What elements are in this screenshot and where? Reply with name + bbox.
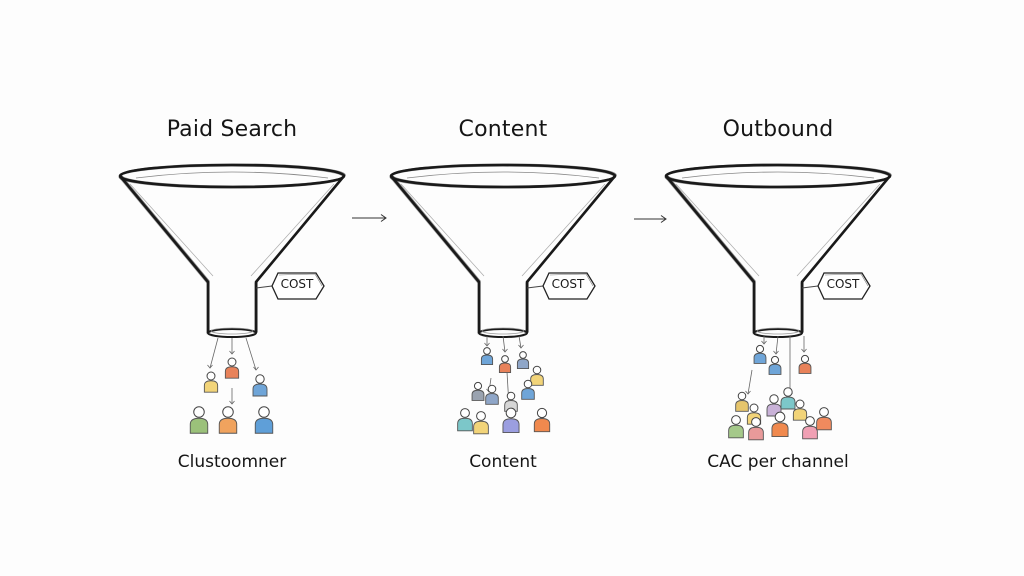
person-icon	[748, 417, 764, 441]
channel-caption-0: Clustoomner	[177, 452, 287, 472]
person-icon	[792, 399, 808, 421]
arrow-right-icon	[634, 215, 667, 223]
funnel-2	[664, 163, 892, 338]
person-icon	[457, 408, 473, 432]
channel-title-paid-search: Paid Search	[166, 117, 298, 142]
cost-tag: COST	[816, 270, 872, 300]
person-icon	[802, 416, 818, 440]
funnel-1	[389, 163, 617, 338]
person-icon	[530, 365, 544, 386]
tag-shape-icon	[542, 272, 596, 300]
arrow-right-icon	[352, 214, 387, 222]
cost-label: COST	[551, 277, 585, 291]
person-icon	[252, 374, 268, 397]
person-icon	[471, 381, 485, 401]
cost-tag: COST	[541, 270, 597, 300]
person-icon	[473, 411, 489, 435]
person-icon	[798, 354, 812, 374]
cost-label: COST	[826, 277, 860, 291]
funnel-0	[118, 163, 346, 338]
person-icon	[218, 406, 238, 434]
channel-caption-2: CAC per channel	[707, 452, 849, 472]
customer-group-1	[457, 335, 551, 435]
person-icon	[768, 355, 782, 375]
person-icon	[728, 415, 744, 439]
tag-shape-icon	[817, 272, 871, 300]
channel-caption-1: Content	[469, 452, 537, 472]
person-icon	[189, 406, 209, 434]
person-icon	[735, 391, 749, 412]
person-icon	[203, 371, 219, 393]
person-icon	[504, 391, 518, 412]
person-icon	[516, 351, 530, 370]
person-icon	[771, 411, 789, 437]
person-icon	[224, 357, 240, 379]
channel-title-content: Content	[458, 117, 548, 142]
person-icon	[480, 347, 494, 366]
person-icon	[485, 384, 499, 405]
person-icon	[816, 407, 832, 431]
person-icon	[254, 406, 274, 434]
customer-group-0	[189, 337, 274, 434]
person-icon	[502, 407, 520, 433]
channel-title-outbound: Outbound	[722, 117, 834, 142]
customer-group-2	[728, 335, 832, 441]
tag-shape-icon	[271, 272, 325, 300]
person-icon	[753, 344, 767, 364]
cost-label: COST	[280, 277, 314, 291]
person-icon	[780, 387, 796, 410]
person-icon	[521, 379, 535, 400]
cost-tag: COST	[270, 270, 326, 300]
person-icon	[498, 355, 512, 374]
person-icon	[533, 407, 551, 433]
